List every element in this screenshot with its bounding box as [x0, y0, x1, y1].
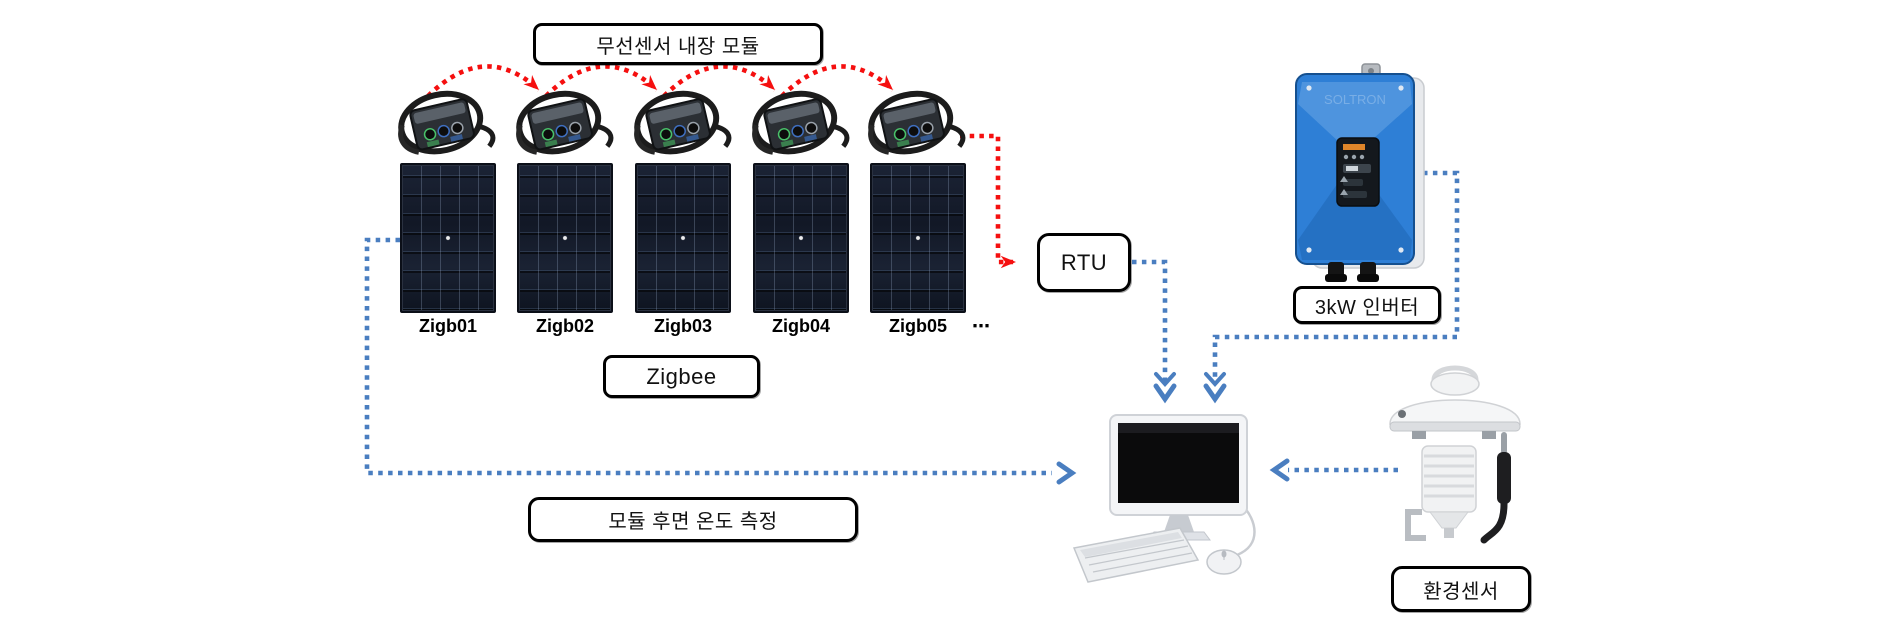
panel-label-3: Zigb03: [653, 316, 712, 336]
inverter-to-pc-link: [1212, 170, 1460, 382]
solar-panel-3: [635, 163, 731, 313]
solar-panel-2: [517, 163, 613, 313]
svg-text:SOLTRON: SOLTRON: [1324, 92, 1386, 107]
zigbee-caption: Zigbee: [603, 355, 760, 398]
environment-sensor-icon: [1389, 365, 1521, 544]
panel-label-2: Zigb02: [535, 316, 594, 336]
inverter-caption: 3kW 인버터: [1293, 286, 1441, 324]
wireless-sensor-icon: [752, 90, 850, 155]
panel-label-4: Zigb04: [771, 316, 830, 336]
panel-label-5: Zigb05: [888, 316, 947, 336]
solar-panel-1: [400, 163, 496, 313]
data-links: [364, 170, 1460, 476]
sensor-to-rtu-link: [960, 133, 1016, 269]
wireless-sensor-module-caption-text: 무선센서 내장 모듈: [596, 35, 760, 58]
zigbee-hop-arcs: [426, 64, 1016, 269]
solar-panel-4: [753, 163, 849, 313]
environment-sensor-caption-text: 환경센서: [1423, 580, 1499, 603]
rtu-to-pc-link: [1132, 259, 1168, 382]
wireless-sensor-module-caption: 무선센서 내장 모듈: [533, 23, 823, 65]
wireless-sensor-icon: [398, 90, 496, 155]
blue-arrowheads: [1056, 372, 1290, 485]
environment-sensor-caption: 환경센서: [1391, 566, 1531, 612]
panel-list-ellipsis: ⋯: [972, 316, 990, 336]
zigbee-caption-text: Zigbee: [646, 363, 717, 389]
rtu-node-text: RTU: [1060, 249, 1108, 275]
module-temp-caption-text: 모듈 후면 온도 측정: [608, 511, 778, 533]
panel-label-1: Zigb01: [418, 316, 477, 336]
wireless-sensor-icon: [516, 90, 614, 155]
rtu-node: RTU: [1037, 233, 1131, 292]
monitoring-pc-icon: [1072, 414, 1256, 583]
module-temp-caption: 모듈 후면 온도 측정: [528, 497, 858, 542]
temp-to-pc-link: [364, 237, 1052, 476]
wireless-sensor-icon: [634, 90, 732, 155]
inverter-caption-text: 3kW 인버터: [1314, 296, 1420, 319]
inverter-icon: SOLTRON: [1295, 63, 1425, 282]
wireless-sensor-icon: [868, 90, 966, 155]
solar-panel-5: [870, 163, 966, 313]
